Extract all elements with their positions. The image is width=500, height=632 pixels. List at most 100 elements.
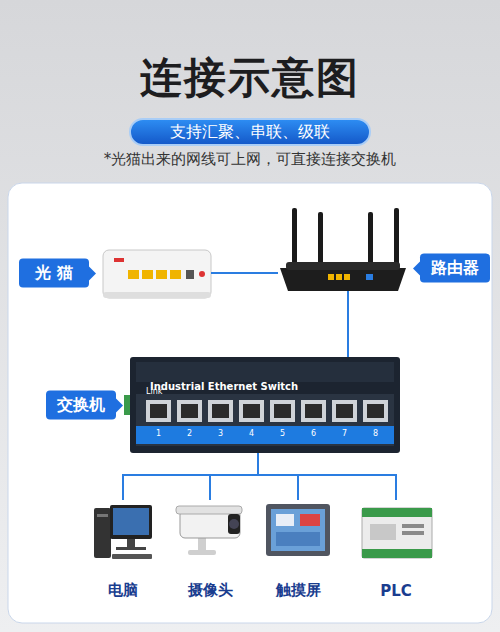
illustration-part	[136, 394, 394, 446]
plc-node: PLC	[358, 500, 434, 600]
illustration-part	[370, 524, 396, 540]
network-cable	[123, 453, 258, 500]
illustration-part	[130, 357, 400, 453]
illustration-part	[274, 404, 291, 418]
device-label: 触摸屏	[252, 581, 344, 600]
illustration-part	[156, 270, 167, 279]
switch-model-text: Industrial Ethernet Switch	[150, 381, 298, 392]
white-panel	[8, 183, 492, 623]
illustration-part	[116, 547, 146, 550]
switch-illustration	[124, 357, 400, 453]
device-label: 电脑	[82, 581, 164, 600]
illustration-part	[181, 404, 198, 418]
illustration-part	[112, 554, 152, 559]
device-tag: 光 猫	[19, 259, 89, 288]
illustration-part	[188, 550, 216, 555]
network-cable	[211, 272, 278, 274]
port-number: 6	[301, 429, 326, 438]
illustration-part	[402, 531, 424, 535]
illustration-part	[229, 519, 239, 529]
illustration-part	[150, 404, 384, 418]
port-number: 7	[332, 429, 357, 438]
illustration-part	[305, 404, 322, 418]
router-illustration	[280, 208, 406, 291]
device-label: 摄像头	[165, 581, 255, 600]
title-text: 连接示意图	[0, 50, 500, 106]
illustration-part	[110, 505, 152, 539]
illustration-part	[212, 404, 229, 418]
illustration-part	[402, 524, 424, 528]
port-number: 2	[177, 429, 202, 438]
illustration-part	[280, 268, 406, 291]
illustration-part	[328, 274, 334, 280]
illustration-part	[366, 274, 373, 280]
device-label: PLC	[348, 582, 444, 600]
illustration-part	[394, 208, 399, 270]
illustration-part	[336, 274, 342, 280]
illustration-part	[292, 208, 297, 270]
modem-illustration	[103, 250, 211, 298]
illustration-part	[344, 274, 350, 280]
illustration-part	[276, 532, 320, 546]
computer-node: 电脑	[92, 500, 154, 600]
illustration-part	[114, 258, 124, 262]
illustration-part	[300, 514, 320, 526]
illustration-part	[336, 404, 353, 418]
illustration-part	[208, 400, 233, 422]
illustration-part	[239, 400, 264, 422]
illustration-part	[199, 271, 205, 277]
port-number: 4	[239, 429, 264, 438]
illustration-part	[266, 504, 330, 556]
illustration-part	[136, 426, 394, 444]
illustration-part	[228, 514, 240, 534]
illustration-part	[368, 212, 373, 270]
illustration-part	[332, 400, 357, 422]
pill-text: 支持汇聚、串联、级联	[170, 122, 330, 143]
illustration-part	[142, 270, 153, 279]
note-text: *光猫出来的网线可上网，可直接连接交换机	[0, 150, 500, 169]
illustration-part	[362, 508, 432, 558]
illustration-part	[136, 362, 394, 382]
touchscreen-illustration	[266, 504, 330, 556]
illustration-part	[301, 400, 326, 422]
port-number: 1	[146, 429, 171, 438]
link-label: Link	[146, 387, 162, 396]
illustration-part	[177, 400, 202, 422]
modem-node: 光 猫	[103, 245, 211, 301]
switch-node: 交换机Industrial Ethernet Switch	[130, 357, 400, 453]
illustration-part	[127, 539, 135, 547]
illustration-part	[270, 400, 295, 422]
illustration-part	[271, 509, 325, 551]
illustration-part	[367, 404, 384, 418]
illustration-part	[276, 514, 294, 526]
router-node: 路由器	[278, 245, 406, 291]
illustration-part	[103, 250, 211, 298]
network-cable	[347, 291, 349, 357]
camera-node: 摄像头	[175, 500, 245, 600]
device-tag: 交换机	[46, 391, 116, 420]
illustration-part	[318, 212, 323, 270]
illustration-part	[243, 404, 260, 418]
port-number: 3	[208, 429, 233, 438]
network-cable	[258, 453, 298, 500]
feature-pill: 支持汇聚、串联、级联	[129, 118, 371, 146]
illustration-part	[362, 549, 432, 558]
port-number: 5	[270, 429, 295, 438]
illustration-part	[362, 508, 432, 517]
illustration-part	[103, 292, 211, 298]
network-cable	[258, 453, 396, 500]
illustration-part	[176, 506, 242, 514]
illustration-part	[146, 400, 171, 422]
illustration-part	[128, 270, 139, 279]
illustration-part	[94, 508, 111, 558]
camera-illustration	[176, 506, 242, 555]
illustration-part	[286, 262, 400, 270]
plc-illustration	[362, 508, 432, 558]
illustration-part	[146, 400, 388, 422]
touchscreen-node: 触摸屏	[262, 500, 334, 600]
device-tag: 路由器	[420, 254, 490, 283]
illustration-part	[113, 508, 149, 535]
port-number: 8	[363, 429, 388, 438]
